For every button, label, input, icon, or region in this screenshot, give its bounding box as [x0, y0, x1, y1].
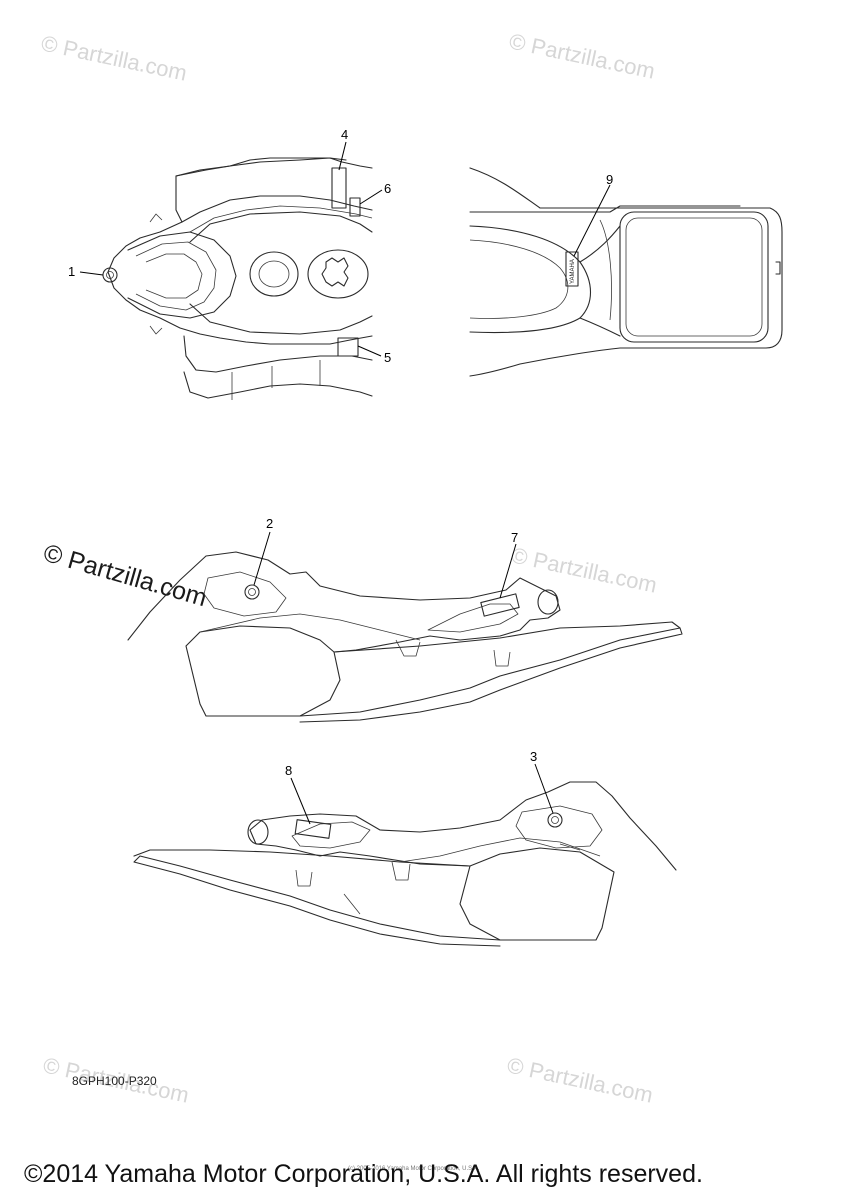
callout-9: 9 — [606, 172, 613, 187]
decal-9-mark: YAMAHA — [570, 259, 576, 284]
callout-5: 5 — [384, 350, 391, 365]
leader-5 — [357, 345, 382, 357]
callout-8: 8 — [285, 763, 292, 778]
watermark-mid-right: © Partzilla.com — [509, 542, 659, 597]
callout-4: 4 — [341, 127, 348, 142]
leader-6 — [359, 189, 383, 205]
callout-labels: 1 2 3 4 5 6 7 8 9 — [68, 127, 613, 778]
callout-1: 1 — [68, 264, 75, 279]
copyright-footer: ©2014 Yamaha Motor Corporation, U.S.A. A… — [24, 1160, 703, 1188]
watermark-bottom-right: © Partzilla.com — [505, 1052, 655, 1107]
front-top-view — [102, 157, 373, 400]
leader-1 — [79, 271, 104, 276]
rear-top-view: YAMAHA — [469, 167, 783, 377]
leader-7 — [499, 543, 517, 599]
leader-3 — [534, 763, 554, 814]
leader-8 — [290, 777, 311, 825]
callout-3: 3 — [530, 749, 537, 764]
left-side-view — [127, 551, 683, 723]
right-side-view — [133, 781, 677, 947]
callout-2: 2 — [266, 516, 273, 531]
watermark-top-left: © Partzilla.com — [39, 30, 189, 85]
leader-lines — [79, 141, 611, 825]
drawing-code: 8GPH100-P320 — [72, 1074, 157, 1088]
watermark-layer: © Partzilla.com © Partzilla.com © Partzi… — [39, 28, 659, 1107]
leader-9 — [573, 184, 611, 257]
small-copyright-text: (c) 2005-2016 Yamaha Motor Corporation, … — [348, 1166, 480, 1172]
callout-6: 6 — [384, 181, 391, 196]
leader-2 — [253, 531, 271, 586]
leader-4 — [338, 141, 347, 171]
callout-7: 7 — [511, 530, 518, 545]
watermark-top-right: © Partzilla.com — [507, 28, 657, 83]
